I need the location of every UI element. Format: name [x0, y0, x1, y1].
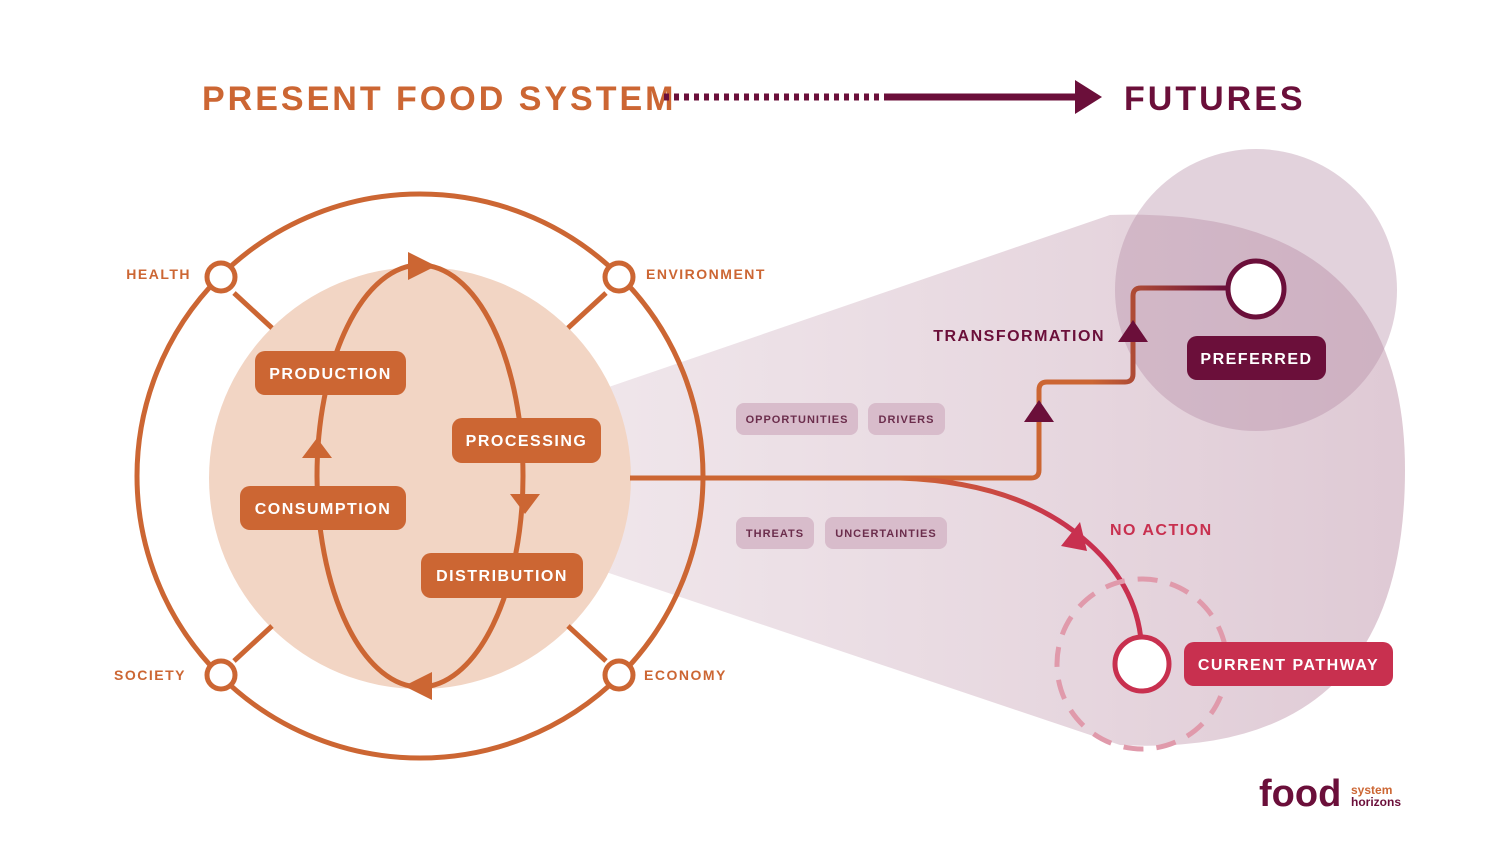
- transformation-label: TRANSFORMATION: [933, 328, 1105, 345]
- logo-system-word: system: [1351, 783, 1392, 797]
- loop-arrow-top-icon: [408, 252, 436, 280]
- distribution-label: DISTRIBUTION: [436, 568, 568, 585]
- current-pathway-node: [1112, 634, 1172, 694]
- economy-label: ECONOMY: [644, 667, 727, 683]
- no-action-arrow-icon: [1061, 522, 1087, 551]
- factor-tags: OPPORTUNITIES DRIVERS THREATS UNCERTAINT…: [736, 403, 947, 549]
- no-action-path: [899, 475, 1077, 534]
- preferred-node: [1225, 258, 1287, 320]
- logo-horizons-word: horizons: [1351, 795, 1401, 809]
- production-pill: [255, 351, 406, 395]
- threats-label: THREATS: [746, 528, 804, 540]
- drivers-tag: [868, 403, 945, 435]
- food-system-horizons-logo: food system horizons: [1259, 773, 1401, 815]
- environment-label: ENVIRONMENT: [646, 266, 766, 282]
- distribution-stage: DISTRIBUTION: [421, 553, 583, 598]
- health-node: [204, 260, 238, 294]
- opportunities-label: OPPORTUNITIES: [746, 414, 849, 426]
- header: PRESENT FOOD SYSTEM FUTURES: [202, 80, 1306, 118]
- production-stage: PRODUCTION: [255, 351, 406, 395]
- threats-tag: [736, 517, 814, 549]
- processing-pill: [452, 418, 601, 463]
- uncertainties-tag: [825, 517, 947, 549]
- transformation-path: [925, 285, 1228, 481]
- production-label: PRODUCTION: [269, 366, 392, 383]
- inner-system-circle: [209, 267, 631, 689]
- spoke-environment: [566, 291, 608, 330]
- society-node: [204, 658, 238, 692]
- economy-node: [602, 658, 636, 692]
- consumption-pill: [240, 486, 406, 530]
- environment-node: [602, 260, 636, 294]
- consumption-label: CONSUMPTION: [255, 501, 392, 518]
- society-label: SOCIETY: [114, 667, 186, 683]
- present-system-wheel: HEALTH ENVIRONMENT SOCIETY ECONOMY PRODU…: [114, 191, 766, 761]
- no-action-label: NO ACTION: [1110, 522, 1213, 539]
- current-pathway-label: CURRENT PATHWAY: [1198, 657, 1379, 674]
- preferred-pill: [1187, 336, 1326, 380]
- consumption-stage: CONSUMPTION: [240, 486, 406, 530]
- spoke-economy: [566, 624, 608, 663]
- processing-stage: PROCESSING: [452, 418, 601, 463]
- logo-food-wordmark: food: [1259, 773, 1341, 815]
- loop-arrow-up-icon: [302, 438, 332, 458]
- loop-arrow-down-icon: [510, 494, 540, 514]
- current-pathway-pill: [1184, 642, 1393, 686]
- transformation-arrow-1-icon: [1024, 400, 1054, 422]
- present-food-system-title: PRESENT FOOD SYSTEM: [202, 80, 677, 118]
- transformation-arrow-2-icon: [1118, 320, 1148, 342]
- processing-label: PROCESSING: [466, 433, 588, 450]
- health-label: HEALTH: [126, 266, 191, 282]
- preferred-label: PREFERRED: [1200, 351, 1312, 368]
- opportunities-tag: [736, 403, 858, 435]
- loop-arrow-bottom-icon: [404, 672, 432, 700]
- futures-title: FUTURES: [1124, 80, 1306, 118]
- drivers-label: DRIVERS: [879, 414, 935, 426]
- arrow-right-icon: [1075, 80, 1102, 114]
- spoke-society: [232, 624, 274, 663]
- pathways: TRANSFORMATION PREFERRED NO ACTION CURRE…: [630, 258, 1393, 752]
- spoke-health: [232, 291, 274, 330]
- distribution-pill: [421, 553, 583, 598]
- uncertainties-label: UNCERTAINTIES: [835, 528, 936, 540]
